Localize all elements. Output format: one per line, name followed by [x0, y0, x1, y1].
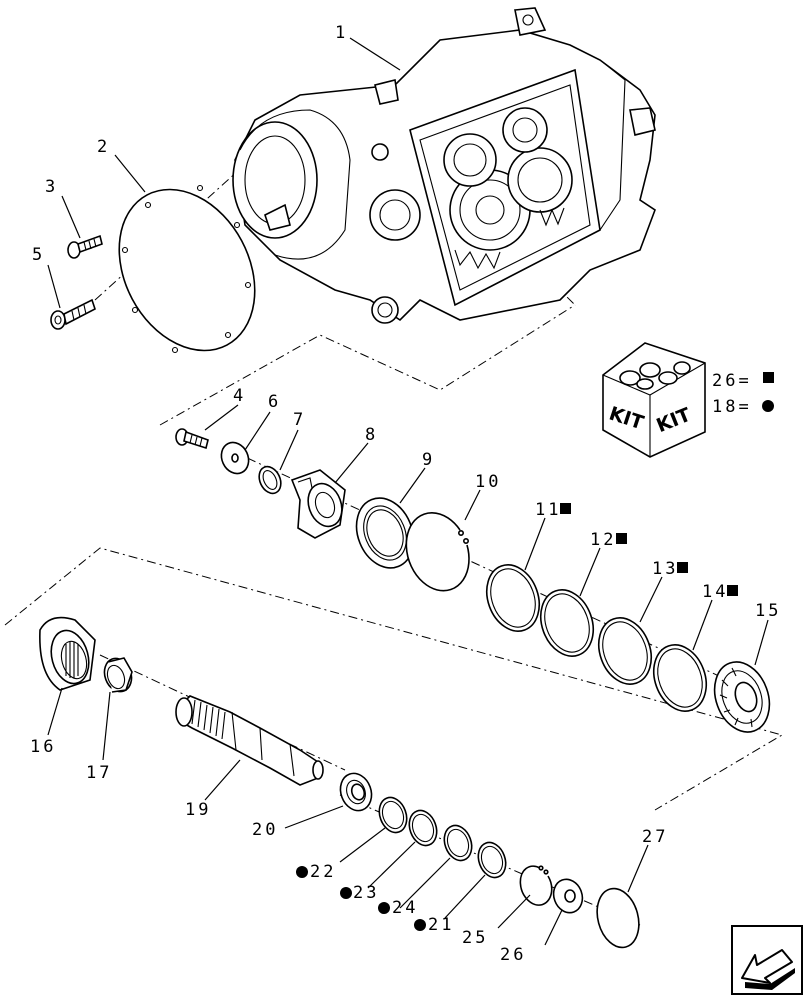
- circle-marker-23: [340, 887, 352, 899]
- ring-22[interactable]: [375, 794, 412, 837]
- label-2: 2: [97, 137, 110, 157]
- label-1: 1: [335, 23, 348, 43]
- callout-labels: 1 2 3 5 4 6 7 8 9 10 11 12 13 14 15 16 1…: [30, 23, 781, 965]
- arrow-return-icon: [741, 949, 795, 990]
- snap-ring-10[interactable]: [405, 512, 470, 592]
- o-ring-7[interactable]: [255, 463, 285, 497]
- label-16: 16: [30, 737, 56, 757]
- circle-marker-21: [414, 919, 426, 931]
- washer-6[interactable]: [216, 438, 253, 478]
- square-marker-12: [616, 533, 627, 544]
- cover-gasket[interactable]: [92, 166, 281, 374]
- cap-27[interactable]: [591, 884, 645, 952]
- label-6: 6: [268, 392, 281, 412]
- circle-marker-24: [378, 902, 390, 914]
- bearing-20[interactable]: [335, 769, 376, 815]
- label-15: 15: [755, 601, 781, 621]
- label-25: 25: [462, 928, 488, 948]
- label-14: 14: [702, 582, 728, 602]
- label-23: 23: [353, 883, 379, 903]
- shim-11[interactable]: [478, 557, 548, 638]
- circle-marker-22: [296, 866, 308, 878]
- legend-square-label: 26=: [712, 371, 752, 391]
- shim-13[interactable]: [590, 610, 660, 691]
- snap-ring-25[interactable]: [519, 865, 553, 906]
- label-7: 7: [293, 410, 306, 430]
- label-22: 22: [310, 862, 336, 882]
- legend-square-icon: [763, 372, 774, 383]
- label-19: 19: [185, 800, 211, 820]
- kit-legend: KIT KIT 26= 18=: [602, 342, 774, 458]
- bolt-3[interactable]: [67, 234, 103, 259]
- bearing-carrier-8[interactable]: [290, 469, 348, 539]
- legend-circle-label: 18=: [712, 397, 752, 417]
- square-marker-13: [677, 562, 688, 573]
- square-marker-11: [560, 503, 571, 514]
- label-11: 11: [535, 500, 561, 520]
- label-8: 8: [365, 425, 378, 445]
- bushing-17[interactable]: [100, 655, 136, 696]
- leader-lines: [47, 37, 769, 946]
- kit-markers: [296, 503, 738, 931]
- label-10: 10: [475, 472, 501, 492]
- gear-cluster: [443, 107, 573, 270]
- label-3: 3: [45, 177, 58, 197]
- nav-return-button[interactable]: [731, 925, 803, 995]
- label-26: 26: [500, 945, 526, 965]
- ring-21[interactable]: [474, 839, 511, 882]
- square-marker-14: [727, 585, 738, 596]
- label-27: 27: [642, 827, 668, 847]
- label-5: 5: [32, 245, 45, 265]
- label-9: 9: [422, 450, 435, 470]
- washer-26[interactable]: [549, 875, 587, 917]
- ring-23[interactable]: [405, 807, 442, 850]
- label-17: 17: [86, 763, 112, 783]
- output-shaft-19[interactable]: [175, 695, 324, 786]
- label-20: 20: [252, 820, 278, 840]
- label-24: 24: [392, 898, 418, 918]
- tapered-bearing-15[interactable]: [705, 654, 778, 739]
- label-13: 13: [652, 559, 678, 579]
- shim-12[interactable]: [532, 582, 602, 663]
- ring-24[interactable]: [440, 822, 477, 865]
- legend-circle-icon: [762, 400, 774, 412]
- bolt-4[interactable]: [175, 428, 209, 450]
- hub-16[interactable]: [39, 616, 96, 691]
- shim-14[interactable]: [645, 637, 715, 718]
- seal-9[interactable]: [346, 490, 423, 577]
- label-21: 21: [428, 915, 454, 935]
- transmission-housing[interactable]: [232, 7, 656, 324]
- kit-box-icon: KIT KIT: [602, 342, 706, 458]
- label-4: 4: [233, 386, 246, 406]
- bolt-5[interactable]: [50, 298, 96, 330]
- label-12: 12: [590, 530, 616, 550]
